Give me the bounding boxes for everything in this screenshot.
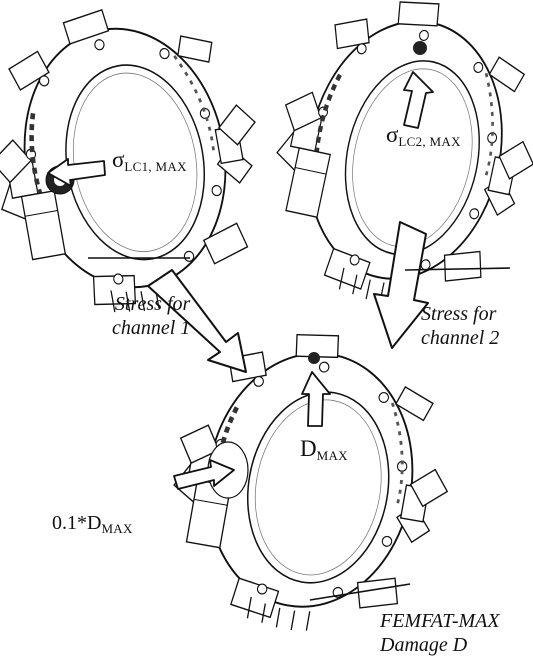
sigma-lc2-label: σLC2, MAX — [386, 123, 461, 148]
hotspot-dmax — [308, 352, 320, 364]
hotspot-lc2 — [413, 41, 427, 55]
caption-channel-2: Stress for channel 2 — [421, 302, 499, 350]
caption-channel-1: Stress for channel 1 — [112, 292, 190, 340]
caption-result: FEMFAT-MAX Damage D — [380, 609, 500, 657]
sigma-lc1-label: σLC1, MAX — [112, 148, 187, 173]
d-01-label: 0.1*DMAX — [52, 513, 133, 535]
d-max-label: DMAX — [300, 437, 348, 462]
